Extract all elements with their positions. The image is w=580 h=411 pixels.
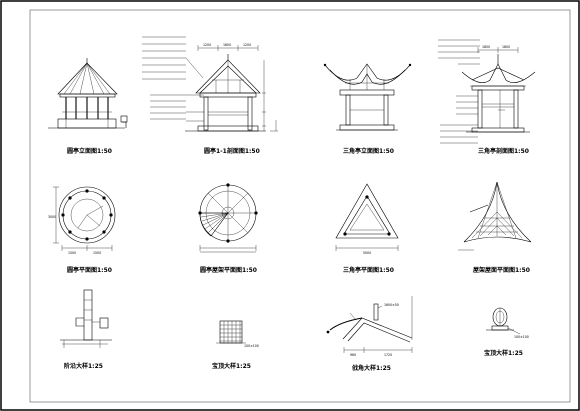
title-round-roof-plan: 圆亭屋架平面图1:50 [200,266,257,274]
round-pavilion-elevation [48,58,127,129]
base-detail: 100×100 [486,307,529,339]
triangle-pavilion-section: 1800 1800 [461,45,536,133]
title-corner-detail: 戗角大样1:25 [351,364,391,372]
dim-tri-sec-b: 1800 [502,45,510,49]
dim-corner-b: 1720 [384,353,392,357]
round-pavilion-plan: 1500 1500 3000 [48,186,116,255]
dim-base: 100×100 [514,335,529,339]
dim-corner-tag: 1600×50 [384,303,399,307]
dim-section-c: 1200 [243,43,251,47]
title-roof-frame-plan: 屋架屋面平面图1:50 [473,266,530,274]
section-notes-left [142,36,186,120]
title-round-elevation: 圆亭立面图1:50 [67,147,112,155]
title-tri-elevation: 三角亭立面图1:50 [343,147,394,155]
dim-section-b: 1600 [223,43,231,47]
title-tri-plan: 三角亭平面图1:50 [343,266,394,274]
title-tri-section: 三角亭剖面图1:50 [478,147,529,155]
dim-round-plan-a: 1500 [68,251,76,255]
corner-detail: 1600×50 960 1720 [326,296,413,357]
title-round-plan: 圆亭平面图1:50 [67,266,112,274]
dim-tri-sec-a: 1800 [482,45,490,49]
finial-detail: 100×100 [216,320,259,348]
round-roof-frame-plan [198,183,258,253]
tri-section-notes [438,39,480,144]
dim-corner-a: 960 [350,353,356,357]
dim-round-plan-b: 1500 [93,251,101,255]
title-base-detail: 宝顶大样1:25 [484,349,523,357]
title-finial-detail: 宝顶大样1:25 [212,362,251,370]
triangle-pavilion-elevation [323,63,412,131]
dim-finial: 100×100 [244,344,259,348]
sheet-inner-frame [29,9,571,403]
dim-section-a: 1200 [203,43,211,47]
roof-frame-roof-plan [458,181,532,251]
eave-step-detail [60,289,112,348]
title-eave-detail: 阶沿大样1:25 [64,362,103,370]
title-round-section: 圆亭1-1剖面图1:50 [204,147,260,155]
round-pavilion-section: 1200 1600 1200 [120,43,278,132]
dim-tri-plan-bottom: 5000 [363,251,371,255]
dim-round-plan-side: 3000 [48,215,56,219]
triangle-pavilion-plan: 5000 [335,183,399,255]
